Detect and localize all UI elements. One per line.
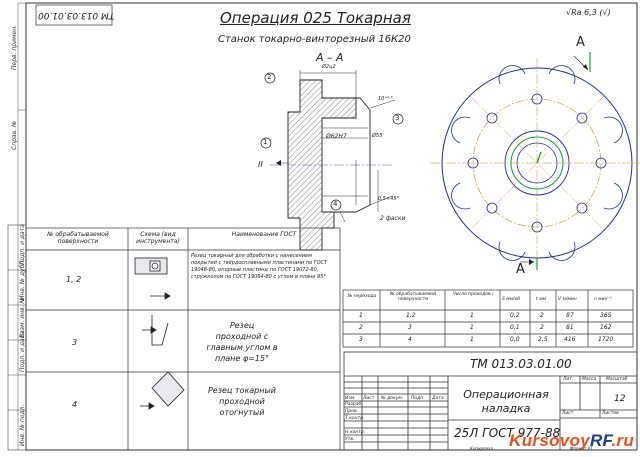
tool-row-1-desc: Резец токарный для обработки с нанесение… <box>191 253 328 280</box>
title-block-name: Операционная наладка <box>463 388 549 415</box>
title-block-format: Формат А1 <box>570 446 593 451</box>
dim-chamfer-a: Ø55 <box>372 133 383 139</box>
surface-number-3: 3 <box>395 114 400 122</box>
modes-header-feed: S мм/об <box>502 297 521 302</box>
title-block-scale-header: Масштаб <box>606 377 628 382</box>
section-label: А – А <box>316 51 344 64</box>
title-block-sheet-label: Лист <box>562 411 574 416</box>
dim-chamfer-b: 0,5×45° <box>378 196 400 202</box>
machine-name: Станок токарно-винторезный 16К20 <box>218 34 411 45</box>
title-col-change: Изм. <box>345 396 356 401</box>
tool-row-2-num: 3 <box>72 338 78 347</box>
tool-table-grid <box>25 227 341 451</box>
doc-code-top: ТМ 013.03.01.00 <box>38 10 115 20</box>
tool-table-header-name: Наименование ГОСТ <box>231 231 297 238</box>
side-label-dup-inv: Инв. № дубл. <box>19 258 26 300</box>
tool-row-3-desc: Резец токарный проходной отогнутый <box>207 386 277 417</box>
title-block-lit-header: Лит. <box>563 377 574 382</box>
dim-chamfers: 2 фаски <box>380 215 406 222</box>
surface-number-2: 2 <box>267 73 272 81</box>
title-row-approve: Утв. <box>345 437 355 442</box>
tool-sketches <box>134 257 185 410</box>
modes-header-speed: V м/мин <box>558 297 577 302</box>
modes-header-step: № перехода <box>347 294 377 299</box>
modes-header-rpm: n мин⁻¹ <box>594 297 612 302</box>
side-label-sign-date-2: Подп. и дата <box>19 331 26 372</box>
title-row-norm-control: Н.контр. <box>345 430 366 435</box>
modes-header-depth: t мм <box>536 297 546 302</box>
title-block-grid <box>343 351 638 451</box>
tool-row-3-num: 4 <box>72 400 78 409</box>
operation-title: Операция 025 Токарная <box>220 9 411 27</box>
view-a-label-bottom: А <box>516 262 525 277</box>
side-label-first-use: Перв. примен. <box>11 24 18 70</box>
title-col-sign: Подп. <box>411 396 425 401</box>
surface-markers <box>260 72 404 211</box>
dim-width: 10⁺⁰·³ <box>378 96 393 102</box>
doc-code-box <box>35 4 113 26</box>
modes-header-passes: Число проходов i <box>452 292 494 297</box>
tool-table-header-scheme: Схема (вид инструмента) <box>136 231 180 245</box>
tool-row-2-desc: Резец проходной с главным углом в плане … <box>206 321 278 363</box>
dim-bore: Ø62H7 <box>326 133 347 140</box>
modes-header-surface: № обрабатываемой поверхности <box>389 292 437 302</box>
title-row-developer: Разраб. <box>345 402 363 407</box>
side-label-orig-inv: Инв. № подл. <box>19 404 26 446</box>
title-block-material: 25Л ГОСТ 977-88 <box>454 426 561 440</box>
surface-number-1: 1 <box>263 138 268 146</box>
title-block-mass-header: Масса <box>582 377 597 382</box>
front-view-drawing <box>430 52 640 270</box>
base-mark: II <box>258 160 263 169</box>
title-block-copied: Копировал <box>470 446 493 451</box>
title-col-sheet: Лист <box>363 396 375 401</box>
tool-row-1-num: 1, 2 <box>66 275 82 284</box>
side-label-ref: Справ. № <box>11 120 18 150</box>
section-a-a-drawing <box>270 70 396 251</box>
title-row-tech-control: Т.контр. <box>345 416 365 421</box>
watermark-logo: KursovoyRF.ru <box>509 431 634 450</box>
title-block-sheets-label: Листов <box>602 411 619 416</box>
view-a-label-top: А <box>576 35 585 50</box>
tool-table-header-surface: № обрабатываемой поверхности <box>47 231 109 245</box>
dim-outer: Ø2ц2 <box>322 64 336 70</box>
title-row-checker: Пров. <box>345 409 359 414</box>
roughness-symbol: √Ra 6,3 (√) <box>566 8 611 17</box>
title-col-doc: № докум. <box>381 396 404 401</box>
surface-number-4: 4 <box>333 200 338 208</box>
title-block-sheet: 12 <box>614 394 626 404</box>
title-col-date: Дата <box>432 396 444 401</box>
modes-table-grid <box>342 289 634 348</box>
title-block-code: ТМ 013.03.01.00 <box>470 357 572 371</box>
